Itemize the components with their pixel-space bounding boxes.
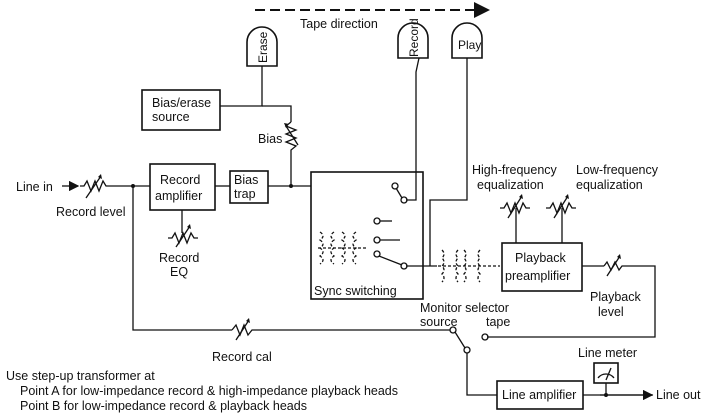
record-amplifier-block: Record amplifier [149,163,216,211]
line-meter-label: Line meter [578,346,637,360]
erase-head-label: Erase [256,31,270,63]
monitor-selector-label: Monitor selector [420,301,509,315]
erase-head: Erase [246,26,278,67]
record-eq-label: Record [159,251,199,265]
svg-text:preamplifier: preamplifier [505,269,570,283]
playback-level-pot [487,260,656,338]
svg-text:Playback: Playback [515,251,566,265]
lf-eq-pot [546,201,576,215]
svg-text:amplifier: amplifier [155,189,202,203]
record-head-label: Record [407,18,421,57]
line-amplifier-block: Line amplifier [496,380,584,410]
bias-trap-block: Bias trap [229,170,269,204]
transformer-a [318,231,366,265]
monitor-source-label: source [420,315,458,329]
svg-text:level: level [598,305,624,319]
hf-eq-pot [500,201,530,215]
line-in-label: Line in [16,180,53,194]
record-level-pot [80,179,150,193]
monitor-selector-switch [449,326,457,334]
record-eq-pot [168,231,198,245]
record-cal-pot [231,323,450,337]
record-head: Record [397,18,429,59]
sync-switching-label: Sync switching [314,284,397,298]
transformer-b [438,249,500,283]
note-line-1: Use step-up transformer at [6,369,155,383]
bias-erase-source-block: Bias/erase source [141,89,221,131]
svg-text:source: source [152,110,190,124]
svg-text:trap: trap [234,187,256,201]
play-head: Play [451,22,483,59]
note-line-3: Point B for low-impedance record & playb… [20,399,307,413]
lf-eq-label: Low-frequency [576,163,659,177]
line-out-label: Line out [656,388,701,402]
note-line-2: Point A for low-impedance record & high-… [20,384,398,398]
play-head-label: Play [458,38,481,52]
svg-text:EQ: EQ [170,265,188,279]
svg-text:Record: Record [160,173,200,187]
tape-direction-label: Tape direction [300,17,378,31]
record-cal-label: Record cal [212,350,272,364]
line-meter [593,362,619,384]
hf-eq-label: High-frequency [472,163,558,177]
svg-text:Line amplifier: Line amplifier [502,388,576,402]
svg-text:Bias: Bias [234,173,258,187]
record-level-label: Record level [56,205,125,219]
bias-pot [284,121,298,186]
playback-level-label: Playback [590,290,641,304]
svg-text:equalization: equalization [576,178,643,192]
bias-label: Bias [258,132,282,146]
playback-preamplifier-block: Playback preamplifier [501,242,583,292]
svg-text:Bias/erase: Bias/erase [152,96,211,110]
sync-switching-box [310,171,424,300]
svg-text:equalization: equalization [477,178,544,192]
monitor-tape-label: tape [486,315,510,329]
